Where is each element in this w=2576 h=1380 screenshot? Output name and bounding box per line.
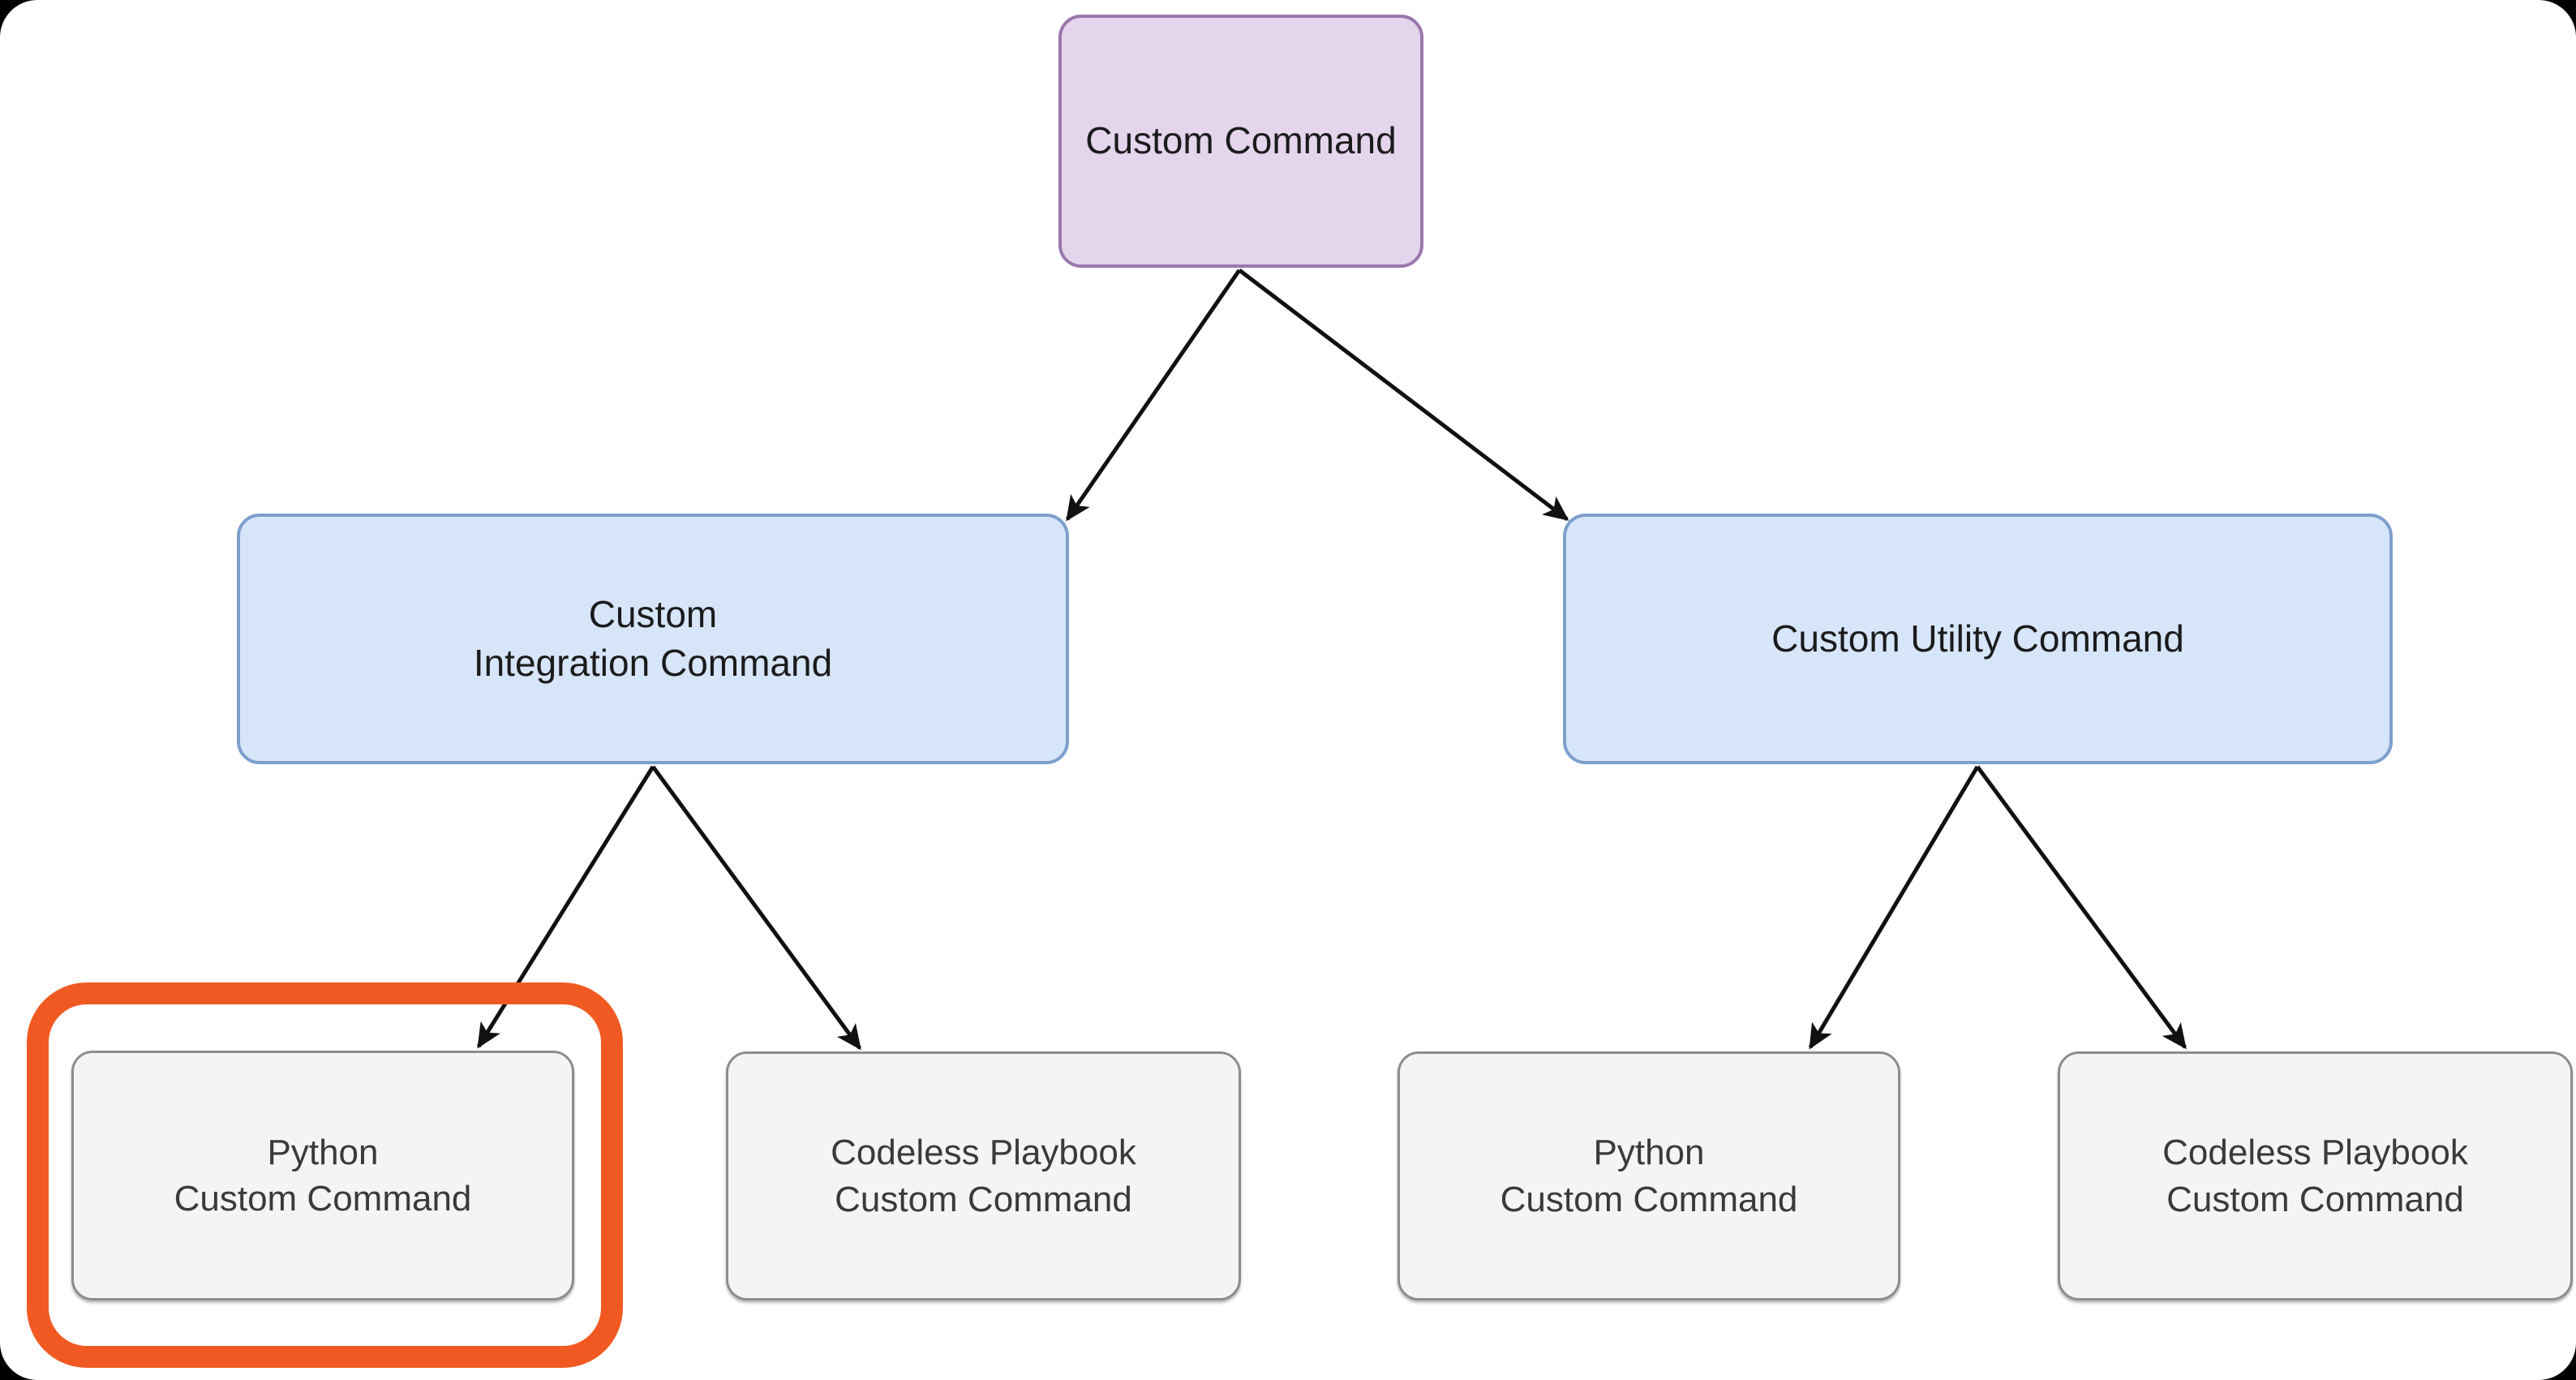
node-label: Custom Utility Command [1771, 617, 2184, 660]
node-custom-integration-command[interactable]: Custom Integration Command [237, 514, 1069, 764]
edge-custom-utility-to-codeless [1975, 765, 2187, 1050]
node-label: Python Custom Command [174, 1132, 472, 1219]
node-codeless-playbook-custom-command-integration[interactable]: Codeless Playbook Custom Command [726, 1051, 1241, 1300]
edge-root-to-custom-utility-command [1238, 269, 1569, 521]
edge-custom-integration-to-python [476, 765, 655, 1049]
node-label: Python Custom Command [1500, 1133, 1798, 1219]
node-codeless-playbook-custom-command-utility[interactable]: Codeless Playbook Custom Command [2058, 1051, 2573, 1300]
edge-custom-utility-to-python [1808, 765, 1980, 1050]
node-root[interactable]: Custom Command [1058, 15, 1423, 268]
node-label: Codeless Playbook Custom Command [2162, 1133, 2468, 1219]
node-label: Custom Command [1085, 119, 1397, 162]
node-python-custom-command-integration[interactable]: Python Custom Command [71, 1051, 574, 1300]
edge-root-to-custom-integration-command [1065, 269, 1242, 522]
node-python-custom-command-utility[interactable]: Python Custom Command [1397, 1051, 1900, 1300]
node-label: Custom Integration Command [473, 592, 833, 684]
node-label: Codeless Playbook Custom Command [831, 1133, 1136, 1219]
edge-custom-integration-to-codeless [650, 765, 862, 1051]
node-custom-utility-command[interactable]: Custom Utility Command [1563, 514, 2393, 764]
